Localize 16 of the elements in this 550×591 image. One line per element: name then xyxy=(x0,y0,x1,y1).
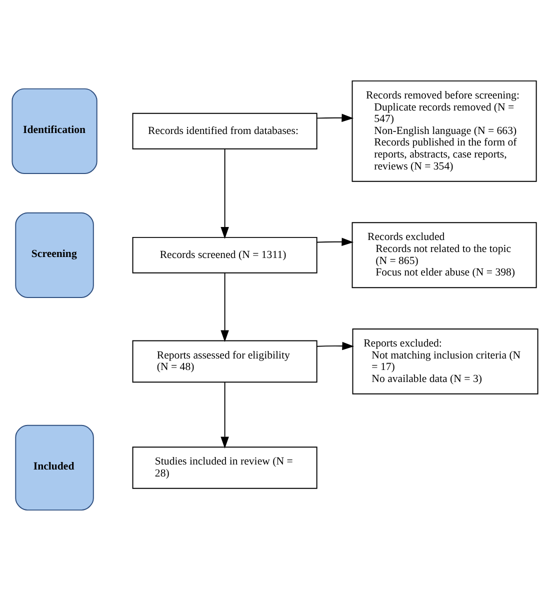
node-box: Reports assessed for eligibility (N = 48) xyxy=(132,340,318,383)
node-box: Studies included in review (N = 28) xyxy=(132,446,318,489)
node-box: Included xyxy=(15,424,94,511)
node-box: Records identified from databases: xyxy=(132,112,318,150)
arrow xyxy=(220,148,229,239)
node-box: Records screened (N = 1311) xyxy=(132,236,318,274)
arrow xyxy=(220,382,229,449)
node-box: Records excluded Records not related to the topic (N = 865) Focus not elder abuse (N = 398) xyxy=(352,222,537,288)
arrow xyxy=(220,272,229,342)
arrow xyxy=(316,114,354,122)
arrow xyxy=(316,342,354,350)
arrow xyxy=(316,238,354,246)
node-box: Identification xyxy=(12,88,98,174)
node-box: Records removed before screening: Duplicate records removed (N = 547) Non-English language (N = 663) Records published in the form of reports, abstracts, case reports, reviews (N = 354) xyxy=(352,80,537,182)
node-box: Reports excluded: Not matching inclusion criteria (N = 17) No available data (N = 3) xyxy=(352,328,538,394)
node-box: Screening xyxy=(15,212,94,298)
